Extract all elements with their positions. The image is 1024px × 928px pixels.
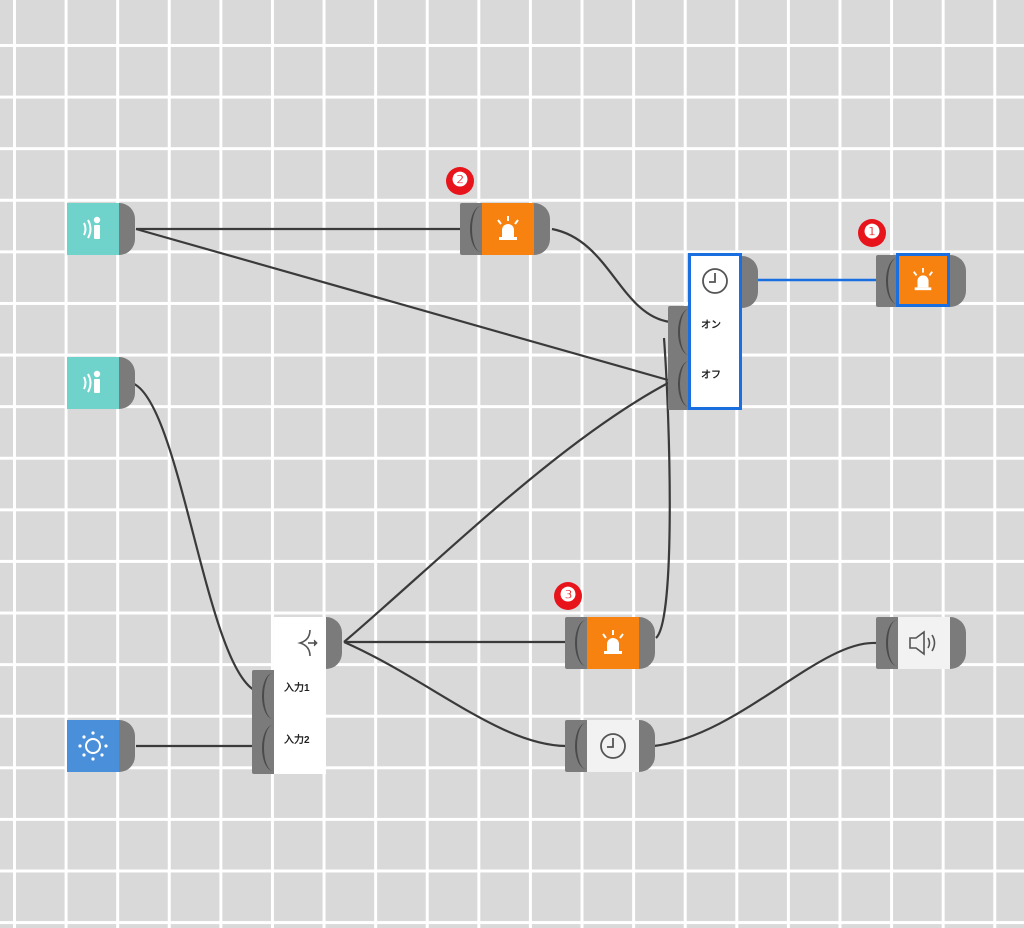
on-label: オン [701, 320, 721, 331]
input-port[interactable] [876, 617, 898, 669]
output-port[interactable] [742, 256, 758, 308]
output-port[interactable] [950, 617, 966, 669]
off-label: オフ [701, 370, 721, 381]
badge-1: ❶ [858, 219, 886, 247]
merge-node[interactable]: 入力1 入力2 [252, 617, 346, 774]
input-port[interactable] [876, 255, 898, 307]
merge-body[interactable]: 入力1 入力2 [274, 617, 326, 774]
input1-label: 入力1 [284, 683, 310, 694]
alert-node-1[interactable] [876, 253, 968, 307]
badge-3: ❸ [554, 582, 582, 610]
wire-alert2-to-timer-on [551, 227, 671, 324]
input-port[interactable] [460, 203, 482, 255]
on-off-input-ports[interactable] [668, 306, 690, 410]
motion-sensor-icon [83, 370, 101, 393]
siren-icon [913, 268, 933, 291]
alert-node-2[interactable] [460, 203, 552, 255]
alert-tile[interactable] [896, 253, 950, 307]
siren-icon [602, 630, 624, 654]
wire-timer-bottom-to-speaker [653, 641, 877, 748]
alert-tile[interactable] [482, 203, 534, 255]
timer-icon [702, 268, 728, 294]
timer-node-bottom[interactable] [565, 720, 657, 772]
alert-node-3[interactable] [565, 617, 657, 669]
merge-icon [297, 629, 318, 657]
motion-sensor-icon [83, 216, 101, 239]
timer-icon [600, 733, 626, 759]
wire-motion1-to-timer-off [135, 227, 669, 382]
output-port[interactable] [119, 720, 135, 772]
output-port[interactable] [119, 203, 135, 255]
output-port[interactable] [639, 720, 655, 772]
wire-merge-to-timer-bottom [343, 640, 567, 748]
motion-sensor-tile[interactable] [67, 357, 119, 409]
light-sensor-tile[interactable] [67, 720, 119, 772]
brightness-icon [78, 731, 108, 761]
speaker-icon [909, 630, 936, 656]
output-port[interactable] [534, 203, 550, 255]
output-port[interactable] [639, 617, 655, 669]
siren-icon [497, 216, 519, 240]
alert-tile[interactable] [587, 617, 639, 669]
motion-sensor-node-1[interactable] [67, 203, 137, 255]
output-port[interactable] [326, 617, 342, 669]
timer-tile[interactable] [587, 720, 639, 772]
merge-input-ports[interactable] [252, 670, 274, 774]
input2-label: 入力2 [284, 735, 310, 746]
input-port[interactable] [565, 617, 587, 669]
light-sensor-node[interactable] [67, 720, 137, 772]
input-port[interactable] [565, 720, 587, 772]
motion-sensor-node-2[interactable] [67, 357, 137, 409]
speaker-tile[interactable] [898, 617, 950, 669]
timer-body[interactable]: オン オフ [688, 253, 742, 410]
output-port[interactable] [119, 357, 135, 409]
badge-2: ❷ [446, 167, 474, 195]
timer-node-top[interactable]: オン オフ [668, 253, 760, 410]
speaker-node[interactable] [876, 617, 968, 669]
motion-sensor-tile[interactable] [67, 203, 119, 255]
output-port[interactable] [950, 255, 966, 307]
wire-merge-to-timer-off [343, 381, 671, 643]
wire-motion2-to-merge-in1 [131, 381, 255, 691]
